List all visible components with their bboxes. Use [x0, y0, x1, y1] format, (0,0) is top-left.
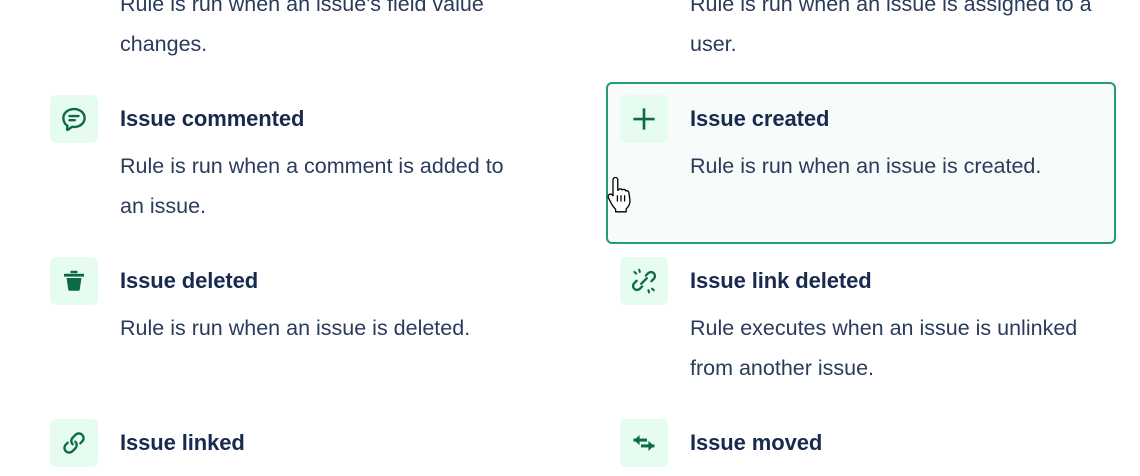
comment-bubble-icon — [50, 95, 98, 143]
trigger-header: Issue deleted — [50, 257, 532, 305]
trigger-card-issue-created[interactable]: Issue created Rule is run when an issue … — [606, 82, 1116, 244]
trigger-card-issue-commented[interactable]: Issue commented Rule is run when a comme… — [36, 82, 546, 244]
trigger-description: Rule is run when an issue is created. — [690, 154, 1042, 178]
link-icon — [50, 419, 98, 467]
trash-icon — [50, 257, 98, 305]
trigger-header: Issue link deleted — [620, 257, 1102, 305]
trigger-card-issue-moved[interactable]: Issue moved — [606, 406, 1116, 476]
trigger-card-issue-deleted[interactable]: Issue deleted Rule is run when an issue … — [36, 244, 546, 406]
trigger-header: Issue created — [620, 95, 1102, 143]
trigger-card-issue-assigned[interactable]: Issue assigned Rule is run when an issue… — [606, 0, 1116, 82]
trigger-title: Issue link deleted — [690, 268, 872, 293]
trigger-description: Rule is run when an issue is assigned to… — [690, 0, 1092, 56]
trigger-card-field-value-changed[interactable]: Field value changed Rule is run when an … — [36, 0, 546, 82]
trigger-card-issue-linked[interactable]: Issue linked — [36, 406, 546, 476]
trigger-description: Rule executes when an issue is unlinked … — [690, 316, 1078, 380]
trigger-header: Issue commented — [50, 95, 532, 143]
trigger-header: Issue moved — [620, 419, 1102, 467]
trigger-title: Issue created — [690, 106, 830, 131]
trigger-title: Issue moved — [690, 430, 823, 455]
transfer-arrows-icon — [620, 419, 668, 467]
trigger-description: Rule is run when a comment is added to a… — [120, 154, 504, 218]
broken-link-icon — [620, 257, 668, 305]
trigger-title: Issue deleted — [120, 268, 259, 293]
trigger-header: Issue linked — [50, 419, 532, 467]
trigger-title: Issue commented — [120, 106, 305, 131]
plus-icon — [620, 95, 668, 143]
trigger-description: Rule is run when an issue's field value … — [120, 0, 484, 56]
trigger-card-issue-link-deleted[interactable]: Issue link deleted Rule executes when an… — [606, 244, 1116, 406]
trigger-description: Rule is run when an issue is deleted. — [120, 316, 471, 340]
trigger-title: Issue linked — [120, 430, 245, 455]
